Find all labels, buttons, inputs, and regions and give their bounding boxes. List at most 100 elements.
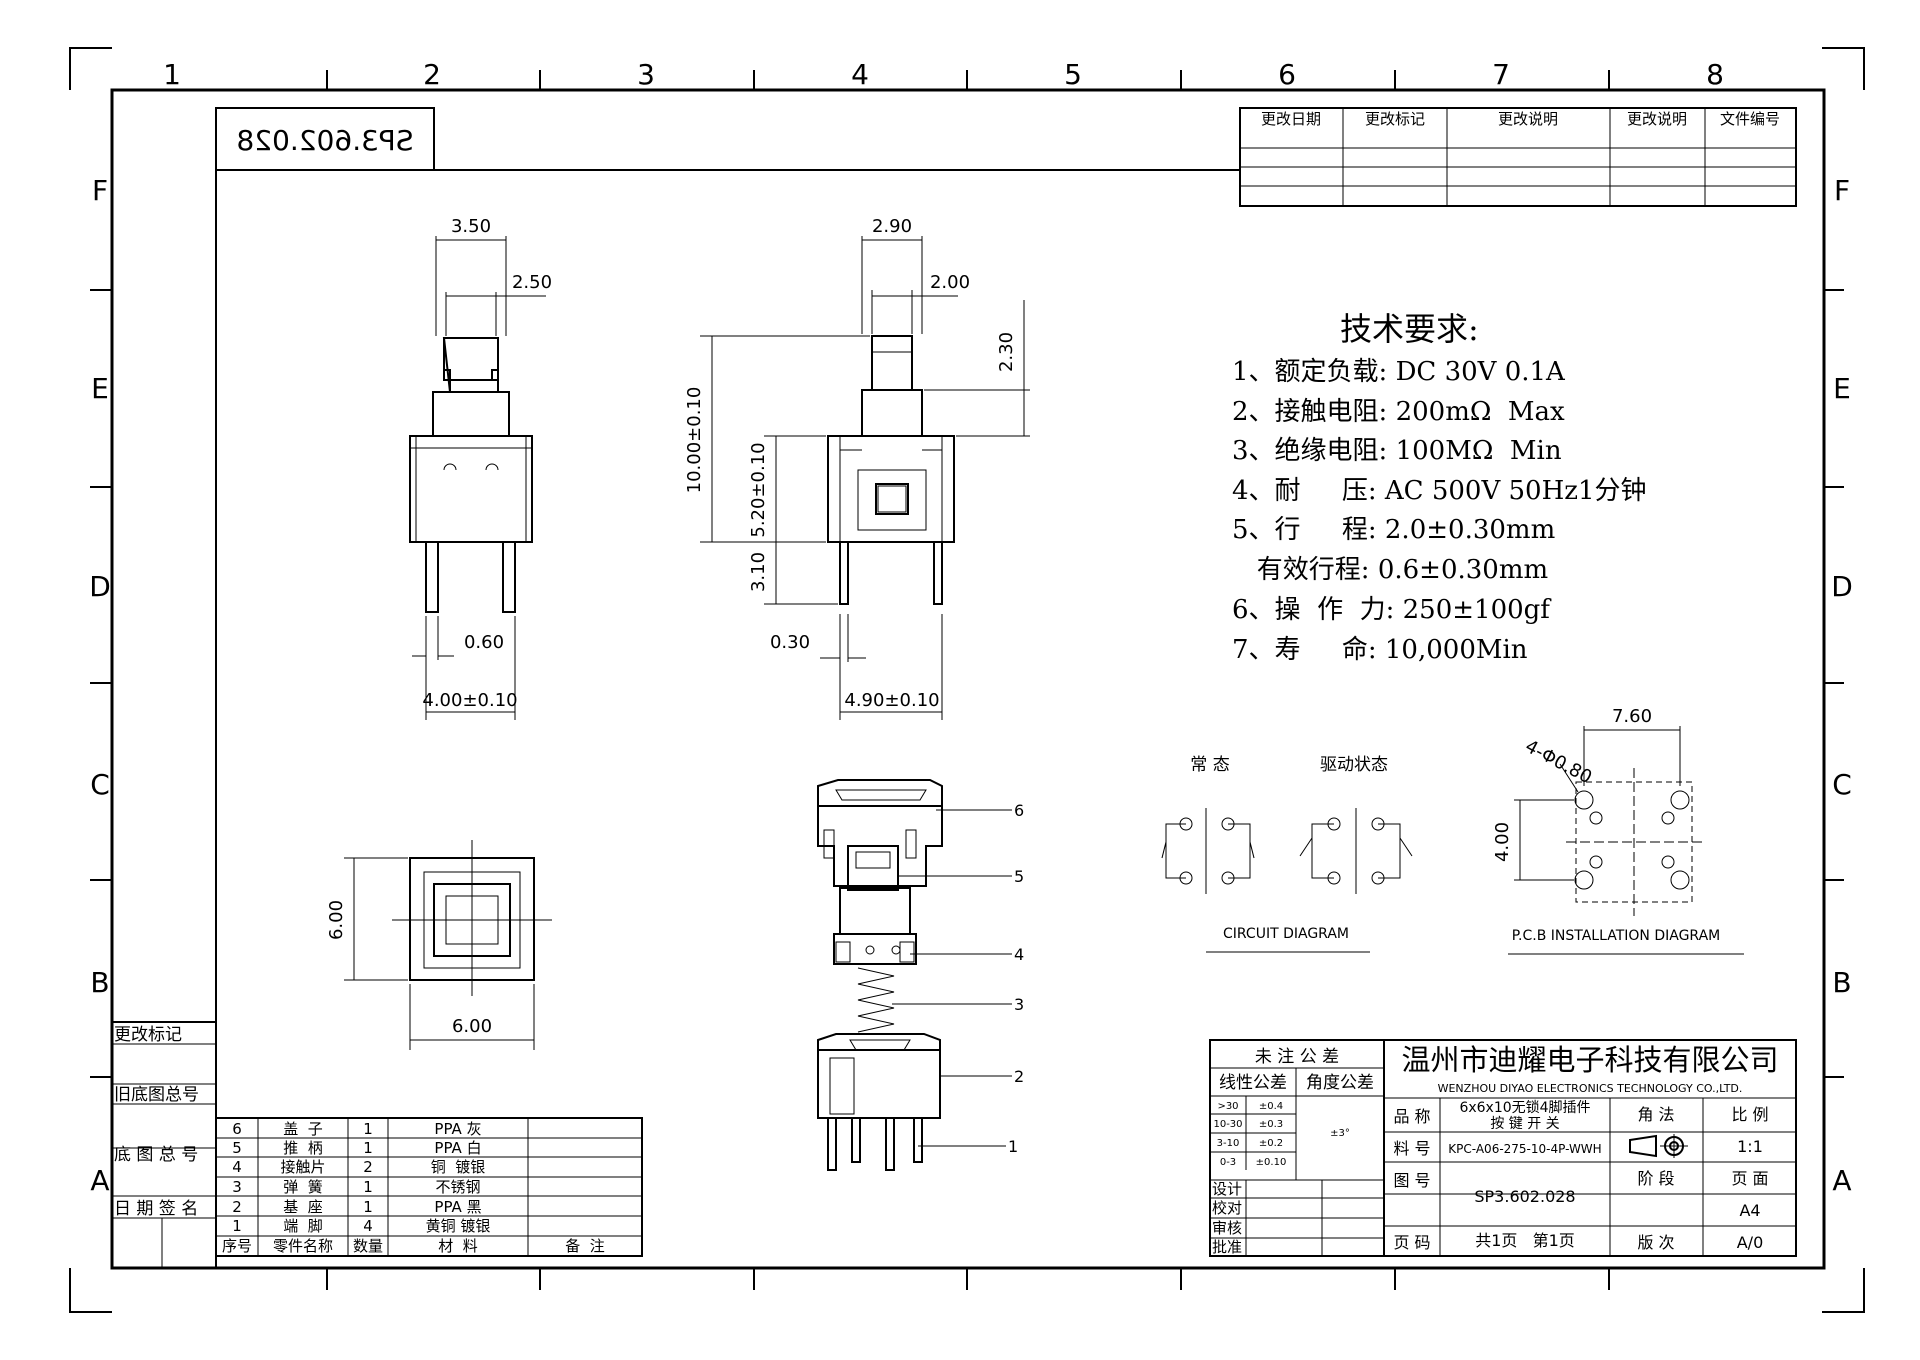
angle-method-label: 角 法 xyxy=(1637,1105,1674,1124)
bom-header-name: 零件名称 xyxy=(273,1237,333,1255)
explode-label-6: 6 xyxy=(1014,801,1024,820)
side-view xyxy=(827,335,955,605)
dim-front-pin: 0.60 xyxy=(464,632,504,653)
bom-row-3-material: 不锈钢 xyxy=(435,1178,480,1196)
version-value: A/0 xyxy=(1737,1233,1764,1252)
tech-item-6: 有效行程: 0.6±0.30mm xyxy=(1232,555,1548,585)
scale-value: 1:1 xyxy=(1737,1137,1763,1156)
side-label-change-mark: 更改标记 xyxy=(114,1025,182,1045)
tol-range-2: 10-30 xyxy=(1213,1119,1242,1130)
drawing-label: 图 号 xyxy=(1393,1171,1430,1190)
bom-row-6-qty: 1 xyxy=(363,1120,373,1138)
explode-label-2: 2 xyxy=(1014,1067,1024,1086)
tech-item-5: 5、行 程: 2.0±0.30mm xyxy=(1232,515,1555,545)
role-design: 设计 xyxy=(1212,1180,1242,1198)
tech-item-3: 3、绝缘电阻: 100MΩ Min xyxy=(1232,436,1562,466)
bom-row-1-material: 黄铜 镀银 xyxy=(426,1217,491,1235)
stage-label: 阶 段 xyxy=(1637,1169,1674,1188)
tol-title: 未 注 公 差 xyxy=(1255,1047,1339,1067)
zone-row-c-left: C xyxy=(90,768,110,801)
rev-header-desc: 更改说明 xyxy=(1498,110,1558,128)
mirrored-stamp-text: SP3.602.028 xyxy=(236,124,413,157)
zone-row-e-right: E xyxy=(1833,372,1851,405)
company-name-cn: 温州市迪耀电子科技有限公司 xyxy=(1401,1043,1778,1077)
bom-row-1-no: 1 xyxy=(232,1217,242,1235)
material-no: KPC-A06-275-10-4P-WWH xyxy=(1448,1142,1601,1156)
bom-header-note: 备 注 xyxy=(565,1237,605,1255)
left-side-panel: 更改标记 旧底图总号 底 图 总 号 日 期 签 名 xyxy=(112,1021,216,1268)
explode-label-3: 3 xyxy=(1014,995,1024,1014)
dim-front-body: 4.00±0.10 xyxy=(422,690,517,711)
tech-requirements: 技术要求: 1、额定负载: DC 30V 0.1A 2、接触电阻: 200mΩ … xyxy=(1232,310,1647,665)
zone-col-4: 4 xyxy=(851,58,869,91)
bom-row-3-name: 弹 簧 xyxy=(283,1178,323,1196)
rev-header-mark: 更改标记 xyxy=(1365,110,1425,128)
side-label-date-sign: 日 期 签 名 xyxy=(114,1199,198,1219)
circuit-caption: CIRCUIT DIAGRAM xyxy=(1223,926,1349,942)
zone-row-a-left: A xyxy=(90,1164,109,1197)
title-block: 未 注 公 差 线性公差 角度公差 >30 ±0.4 10-30 ±0.3 3-… xyxy=(1209,1039,1797,1257)
role-review: 审核 xyxy=(1212,1219,1242,1237)
tech-item-4: 4、耐 压: AC 500V 50Hz1分钟 xyxy=(1232,476,1647,506)
tech-title: 技术要求: xyxy=(1340,310,1479,348)
bom-row-1-qty: 4 xyxy=(363,1217,373,1235)
bom-row-2-name: 基 座 xyxy=(283,1198,323,1216)
zone-col-7: 7 xyxy=(1492,58,1510,91)
bom-row-6-name: 盖 子 xyxy=(283,1120,323,1138)
bom-row-5-qty: 1 xyxy=(363,1139,373,1157)
zone-col-5: 5 xyxy=(1064,58,1082,91)
tol-angle: 角度公差 xyxy=(1306,1073,1374,1093)
tol-angle-val: ±3° xyxy=(1330,1128,1350,1139)
tech-item-8: 7、寿 命: 10,000Min xyxy=(1232,635,1528,665)
zone-ticks xyxy=(90,70,1844,1290)
dim-top-width: 6.00 xyxy=(452,1016,492,1037)
dim-pcb-pitch-y: 4.00 xyxy=(1492,822,1513,862)
zone-row-d-right: D xyxy=(1831,570,1853,603)
product-label: 品 称 xyxy=(1393,1107,1430,1126)
zone-col-2: 2 xyxy=(423,58,441,91)
explode-label-1: 1 xyxy=(1008,1137,1018,1156)
zone-col-3: 3 xyxy=(637,58,655,91)
zone-row-f-right: F xyxy=(1834,174,1850,207)
dim-side-cap: 2.00 xyxy=(930,272,970,293)
bom-row-3-qty: 1 xyxy=(363,1178,373,1196)
circuit-normal-label: 常 态 xyxy=(1190,755,1229,775)
role-check: 校对 xyxy=(1212,1199,1242,1217)
bom-row-4-no: 4 xyxy=(232,1158,242,1176)
corner-marks xyxy=(69,47,1865,1313)
dim-side-width-top: 2.90 xyxy=(872,216,912,237)
bom-header-qty: 数量 xyxy=(353,1237,383,1255)
bom-row-6-no: 6 xyxy=(232,1120,242,1138)
side-label-old-drawing: 旧底图总号 xyxy=(114,1085,199,1105)
sheet-label: 页 面 xyxy=(1731,1169,1768,1188)
zone-col-1: 1 xyxy=(163,58,181,91)
tol-val-3: ±0.2 xyxy=(1259,1138,1283,1149)
side-label-drawing-no: 底 图 总 号 xyxy=(114,1145,198,1165)
circuit-diagram: 常 态 驱动状态 CIRCUIT DIAGRAM xyxy=(1161,755,1413,953)
tol-val-1: ±0.4 xyxy=(1259,1101,1283,1112)
zone-row-c-right: C xyxy=(1832,768,1852,801)
zone-row-a-right: A xyxy=(1832,1164,1851,1197)
tech-item-7: 6、操 作 力: 250±100gf xyxy=(1232,595,1552,625)
zone-row-b-right: B xyxy=(1832,966,1851,999)
tol-linear: 线性公差 xyxy=(1219,1073,1287,1093)
drawing-no: SP3.602.028 xyxy=(1474,1187,1575,1206)
scale-label: 比 例 xyxy=(1731,1105,1768,1124)
dim-front-cap: 2.50 xyxy=(512,272,552,293)
page-value: 共1页 第1页 xyxy=(1475,1231,1575,1250)
bom-row-3-no: 3 xyxy=(232,1178,242,1196)
dim-top-height: 6.00 xyxy=(326,900,347,940)
zone-row-b-left: B xyxy=(90,966,109,999)
front-view xyxy=(409,337,533,613)
bom-row-5-material: PPA 白 xyxy=(434,1139,481,1157)
mirrored-stamp: SP3.602.028 xyxy=(215,107,435,171)
revision-table: 更改日期 更改标记 更改说明 更改说明 文件编号 xyxy=(1239,107,1797,207)
dim-side-height: 10.00±0.10 xyxy=(684,387,705,494)
dim-side-stroke: 2.30 xyxy=(996,332,1017,372)
rev-header-desc2: 更改说明 xyxy=(1627,110,1687,128)
tol-range-3: 3-10 xyxy=(1217,1138,1240,1149)
explode-leaders xyxy=(892,809,1012,1147)
dim-side-width: 4.90±0.10 xyxy=(844,690,939,711)
zone-row-d-left: D xyxy=(89,570,111,603)
